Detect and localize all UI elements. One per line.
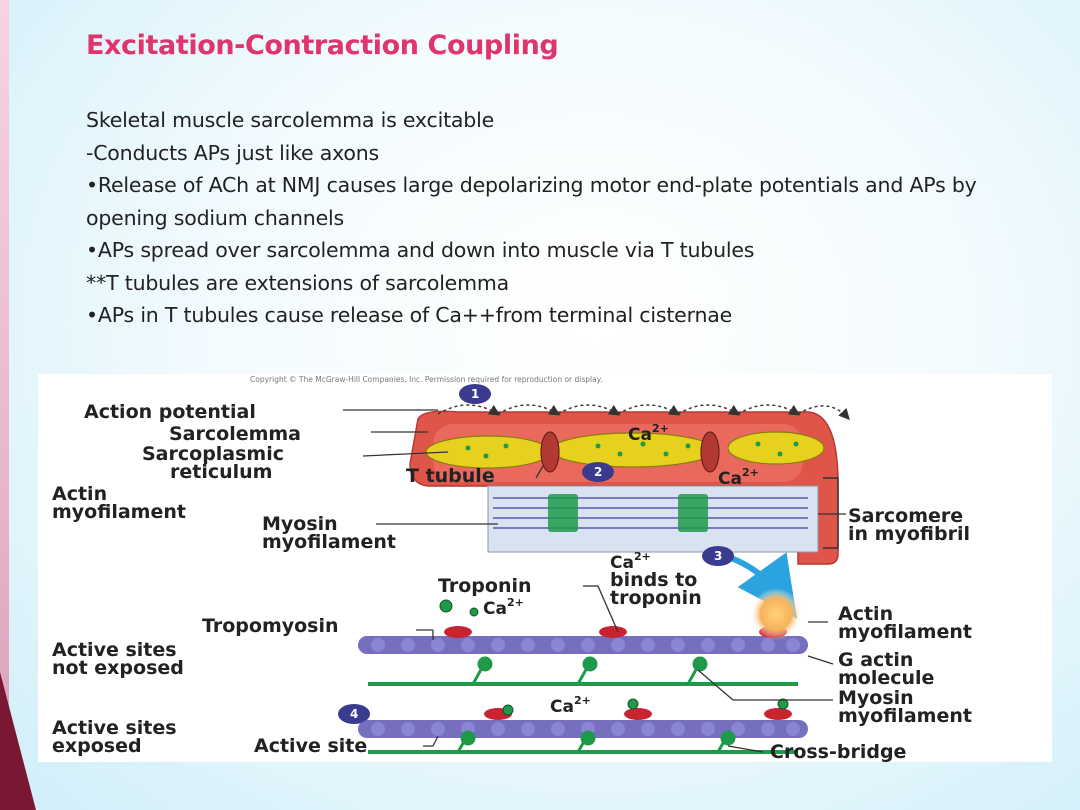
label-exposed-2: exposed (52, 735, 142, 757)
label-troponin: Troponin (438, 575, 532, 597)
step-badge-2: 2 (582, 462, 614, 482)
label-exposed-1: Active sites (52, 717, 177, 739)
bullet-line: **T tubules are extensions of sarcolemma (86, 270, 510, 295)
label-actin-myo-2: myofilament (52, 501, 186, 523)
label-myosin-right-2: myofilament (838, 705, 972, 727)
bullet-line: •APs in T tubules cause release of Ca++f… (86, 303, 733, 327)
calcium-dots (465, 441, 799, 459)
label-not-exposed-2: not exposed (52, 657, 184, 679)
slide-left-stripe (0, 0, 9, 810)
label-not-exposed-1: Active sites (52, 639, 177, 661)
action-potential-arrows (437, 404, 850, 421)
sarcoplasmic-reticulum-shape (727, 431, 825, 465)
svg-text:3: 3 (714, 549, 722, 563)
bullet-line: -Conducts APs just like axons (86, 140, 380, 165)
label-myosin-myo-1: Myosin (262, 513, 338, 535)
label-ca-binds: Ca2+ (610, 550, 651, 573)
label-myosin-myo-2: myofilament (262, 531, 396, 553)
label-myosin-right-1: Myosin (838, 687, 914, 709)
step-badge-3: 3 (702, 546, 734, 566)
myosin-filament-upper (368, 656, 798, 686)
bullet-line: •APs spread over sarcolemma and down int… (86, 238, 755, 262)
label-actin-right-2: myofilament (838, 621, 972, 643)
free-calcium-ions (439, 599, 789, 716)
actin-lines (493, 497, 808, 529)
label-actin-myo-1: Actin (52, 483, 107, 505)
myosin-filament-lower (368, 730, 798, 754)
label-sarcoplasmic: Sarcoplasmic (142, 443, 284, 465)
label-troponin-binding: troponin (610, 587, 702, 609)
label-sarcomere-1: Sarcomere (848, 505, 963, 527)
label-g-actin-2: molecule (838, 667, 934, 689)
label-cross-bridge: Cross-bridge (770, 741, 906, 762)
label-tropomyosin: Tropomyosin (202, 615, 339, 637)
label-g-actin-1: G actin (838, 649, 913, 671)
label-ca-lower: Ca2+ (550, 694, 591, 717)
label-t-tubule: T tubule (406, 465, 495, 487)
slide-body: Skeletal muscle sarcolemma is excitable … (86, 104, 1036, 332)
leader-lines (343, 409, 846, 753)
t-tubule-shape (540, 431, 560, 473)
ca-binding-glow (750, 588, 802, 640)
label-ca-troponin: Ca2+ (483, 596, 524, 619)
label-sarcomere-2: in myofibril (848, 523, 970, 545)
step-badge-1: 1 (459, 384, 491, 404)
svg-text:2: 2 (594, 465, 602, 479)
copyright-note: Copyright © The McGraw-Hill Companies, I… (250, 375, 602, 384)
bullet-line: •Release of ACh at NMJ causes large depo… (86, 173, 977, 230)
label-action-potential: Action potential (84, 401, 256, 423)
actin-filament-not-exposed (358, 626, 808, 654)
slide-corner-wedge (0, 672, 36, 810)
myosin-blocks (548, 494, 708, 532)
slide-title: Excitation-Contraction Coupling (86, 30, 559, 61)
t-tubule-shape (700, 431, 720, 473)
svg-text:4: 4 (350, 707, 358, 721)
label-binds-to: binds to (610, 569, 697, 591)
ec-coupling-diagram: Copyright © The McGraw-Hill Companies, I… (52, 375, 972, 762)
sarcomere-bracket (823, 477, 839, 549)
step-badge-4: 4 (338, 704, 370, 724)
label-reticulum: reticulum (170, 461, 272, 483)
label-actin-right-1: Actin (838, 603, 893, 625)
label-sarcolemma: Sarcolemma (169, 423, 301, 445)
myofibril-box (487, 485, 819, 553)
ec-coupling-figure: Copyright © The McGraw-Hill Companies, I… (38, 374, 1052, 762)
label-ca-upper: Ca2+ (628, 422, 669, 445)
bullet-line: Skeletal muscle sarcolemma is excitable (86, 108, 494, 132)
label-active-site: Active site (254, 735, 367, 757)
label-ca-right: Ca2+ (718, 466, 759, 489)
svg-text:1: 1 (471, 387, 479, 401)
